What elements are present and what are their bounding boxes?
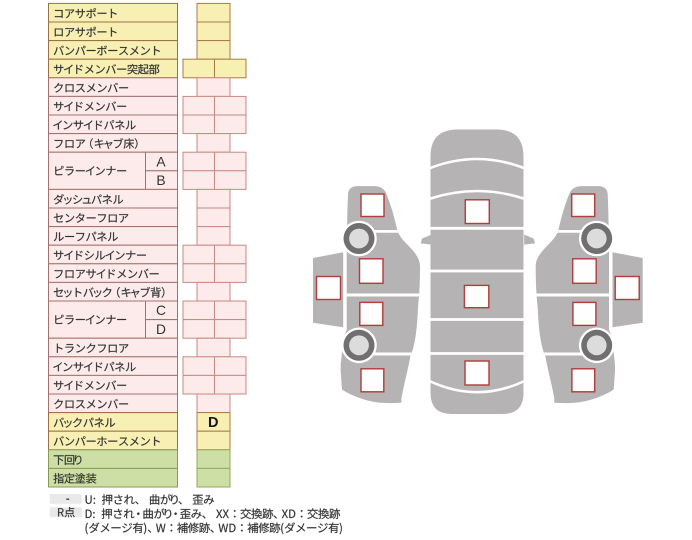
svg-text:D: D xyxy=(208,415,218,431)
svg-text:B: B xyxy=(156,173,165,188)
svg-text:D: D xyxy=(156,322,166,337)
svg-text:C: C xyxy=(156,303,166,318)
svg-text:A: A xyxy=(156,154,166,169)
